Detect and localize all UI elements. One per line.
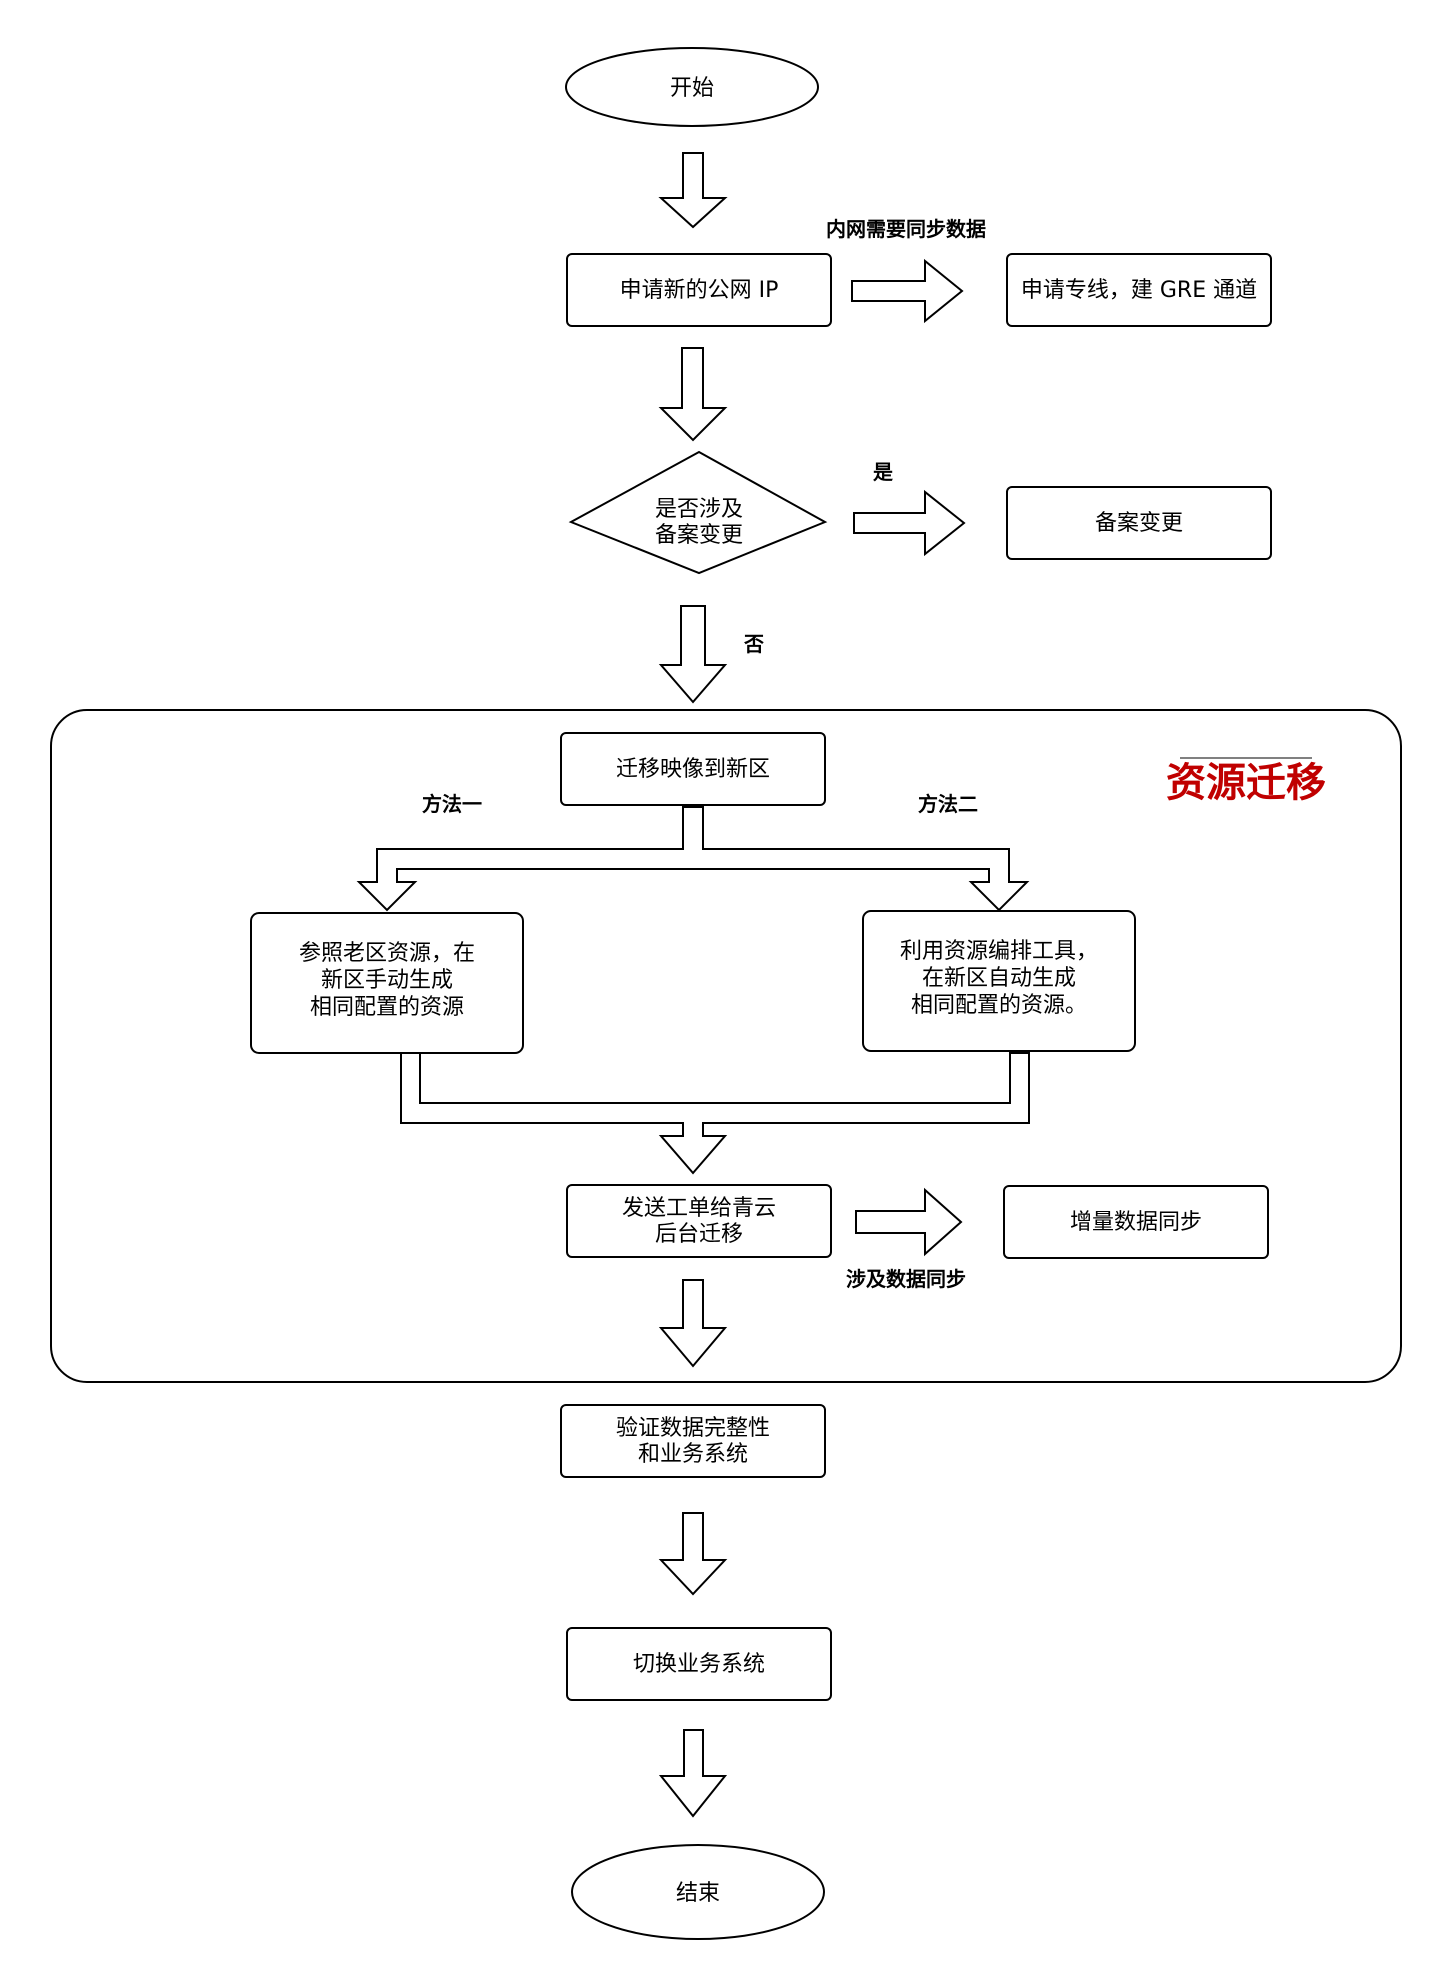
manual-method-line2: 新区手动生成: [321, 968, 453, 993]
filing-change-box: [1006, 486, 1272, 560]
filing-decision-diamond: [568, 450, 828, 575]
auto-method-line1: 利用资源编排工具，: [900, 939, 1098, 964]
apply-public-ip-box: [566, 253, 832, 327]
verify-data-line1: 验证数据完整性: [616, 1416, 770, 1441]
send-ticket-line2: 后台迁移: [655, 1222, 743, 1247]
private-line-label: 申请专线，建 GRE 通道: [1021, 278, 1257, 303]
no-label: 否: [743, 632, 764, 656]
down-arrow-end: [658, 1729, 728, 1818]
down-arrow-2: [658, 347, 728, 442]
right-arrow-sync: [855, 1187, 963, 1257]
down-arrow-no: [658, 605, 728, 704]
verify-data-box: [560, 1404, 826, 1478]
method-two-label: 方法二: [918, 792, 978, 816]
send-ticket-box: [566, 1184, 832, 1258]
down-arrow-verify: [658, 1279, 728, 1368]
auto-method-box: [862, 910, 1136, 1052]
migrate-image-label: 迁移映像到新区: [616, 757, 770, 782]
end-node: [571, 1844, 825, 1940]
auto-method-line3: 相同配置的资源。: [911, 993, 1087, 1018]
merge-arrow: [400, 1052, 1030, 1175]
right-arrow-filing: [853, 489, 966, 557]
data-sync-label: 涉及数据同步: [846, 1267, 966, 1291]
incremental-sync-box: [1003, 1185, 1269, 1259]
group-title: 资源迁移: [1166, 760, 1326, 806]
start-label: 开始: [670, 76, 714, 101]
end-label: 结束: [676, 1881, 720, 1906]
migrate-image-box: [560, 732, 826, 806]
down-arrow-1: [658, 152, 728, 229]
start-node: [565, 47, 819, 127]
verify-data-line2: 和业务系统: [638, 1442, 748, 1467]
split-arrow: [356, 806, 1030, 912]
incremental-sync-label: 增量数据同步: [1070, 1210, 1202, 1235]
manual-method-line1: 参照老区资源，在: [299, 941, 475, 966]
manual-method-line3: 相同配置的资源: [310, 995, 464, 1020]
auto-method-line2: 在新区自动生成: [922, 966, 1076, 991]
send-ticket-line1: 发送工单给青云: [622, 1196, 776, 1221]
private-line-box: [1006, 253, 1272, 327]
method-one-label: 方法一: [422, 792, 482, 816]
switch-system-box: [566, 1627, 832, 1701]
switch-system-label: 切换业务系统: [633, 1652, 765, 1677]
apply-public-ip-label: 申请新的公网 IP: [620, 278, 779, 303]
intranet-sync-label: 内网需要同步数据: [826, 217, 986, 241]
manual-method-box: [250, 912, 524, 1054]
decision-label-line2: 备案变更: [655, 523, 743, 548]
decision-label-line1: 是否涉及: [655, 497, 743, 522]
yes-label: 是: [872, 460, 893, 484]
filing-change-label: 备案变更: [1095, 511, 1183, 536]
down-arrow-switch: [658, 1512, 728, 1596]
right-arrow-private-line: [851, 258, 964, 324]
